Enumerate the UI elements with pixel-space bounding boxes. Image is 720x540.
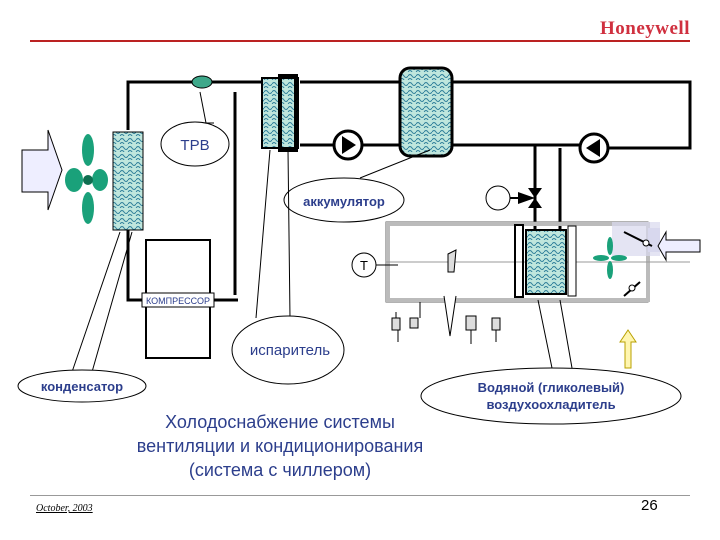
footer-date: October, 2003 bbox=[36, 503, 93, 514]
pump-icon bbox=[332, 129, 364, 161]
cooler-callout: Водяной (гликолевый) воздухоохладитель bbox=[420, 299, 682, 425]
condenser-coil bbox=[112, 131, 144, 231]
evaporator-callout: испаритель bbox=[231, 149, 345, 385]
three-way-valve-icon bbox=[518, 188, 542, 208]
trv-label: ТРВ bbox=[180, 137, 209, 154]
header-rule bbox=[30, 40, 690, 42]
condenser-label: конденсатор bbox=[41, 379, 123, 394]
footer-rule bbox=[30, 495, 690, 496]
duct-frame bbox=[514, 224, 524, 298]
accumulator-tank bbox=[398, 66, 454, 158]
gauge-icon bbox=[485, 185, 511, 211]
slide-title: Холодоснабжение системы вентиляции и кон… bbox=[95, 410, 465, 482]
sensor-label: T bbox=[360, 258, 368, 273]
drain-traps bbox=[391, 302, 501, 344]
refrigerant-piping bbox=[126, 80, 270, 302]
trv-valve bbox=[191, 75, 213, 89]
condenser-fan-icon bbox=[65, 134, 108, 224]
air-outlet-arrow bbox=[657, 230, 701, 262]
supply-fan-icon bbox=[593, 237, 627, 279]
page-number: 26 bbox=[641, 497, 658, 514]
air-cooler-coil bbox=[525, 229, 567, 295]
title-line-1: Холодоснабжение системы bbox=[165, 412, 395, 432]
compressor-label-box bbox=[141, 292, 215, 308]
air-inlet-arrow bbox=[21, 129, 63, 211]
cooler-label-line1: Водяной (гликолевый) bbox=[478, 380, 625, 395]
filter-panel bbox=[567, 225, 577, 297]
compressor-label: КОМПРЕССОР bbox=[146, 296, 210, 306]
condenser-callout: конденсатор bbox=[17, 231, 147, 403]
evaporator-label: испаритель bbox=[250, 342, 330, 359]
title-line-3: (система с чиллером) bbox=[188, 460, 372, 480]
valve-stem-icon bbox=[443, 295, 457, 337]
pump-icon bbox=[578, 132, 610, 164]
brand-logo: Honeywell bbox=[600, 18, 690, 39]
accumulator-callout: аккумулятор bbox=[283, 149, 431, 223]
accumulator-label: аккумулятор bbox=[303, 194, 385, 209]
title-line-2: вентиляции и кондиционирования bbox=[136, 436, 424, 456]
cooler-label-line2: воздухоохладитель bbox=[486, 397, 615, 412]
trv-callout: ТРВ bbox=[160, 91, 230, 167]
airflow-up-arrow bbox=[619, 329, 637, 369]
nozzle-icon bbox=[447, 249, 457, 273]
damper-icon bbox=[623, 231, 653, 297]
